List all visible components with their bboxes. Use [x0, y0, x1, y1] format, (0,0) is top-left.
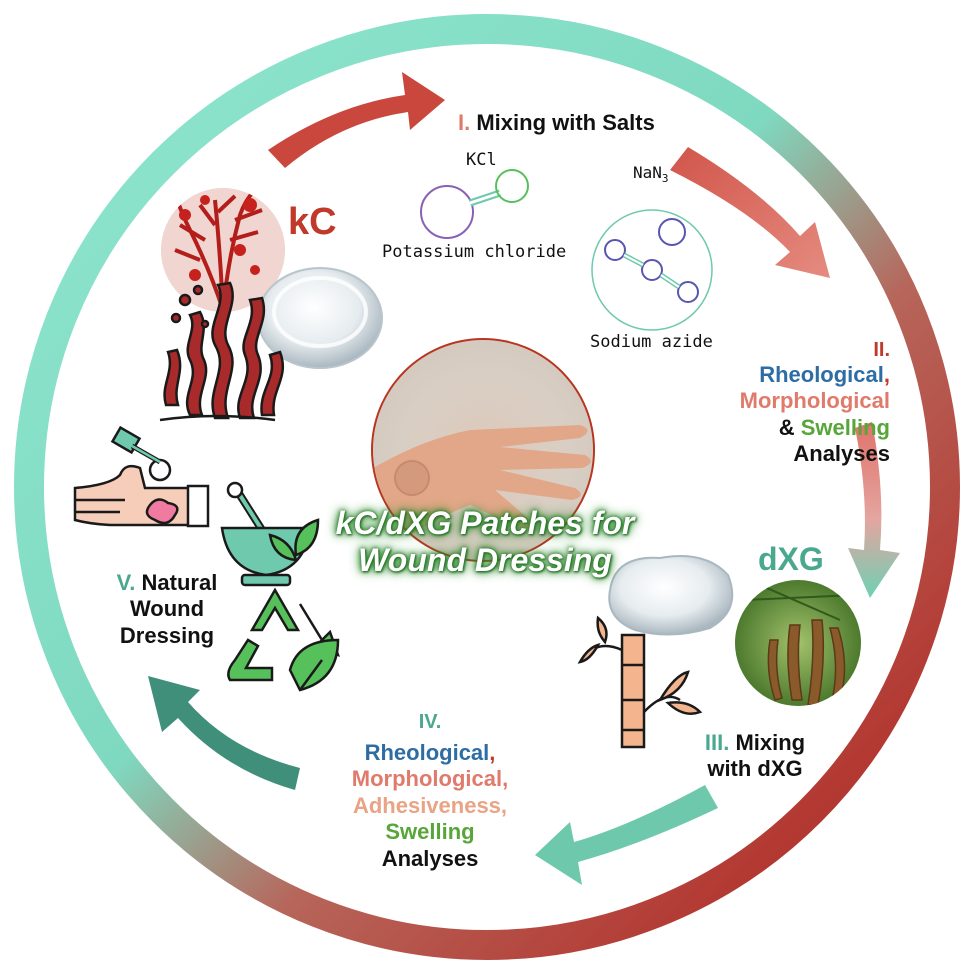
step2-analyses: Analyses: [793, 441, 890, 467]
step4-line1: Rheological,: [330, 740, 530, 766]
step2-line3: & Swelling: [690, 415, 890, 441]
step2-comma: ,: [883, 362, 890, 387]
step2-amp: &: [778, 414, 801, 440]
arrow-to-step4: [535, 785, 718, 885]
center-title: kC/dXG Patches for Wound Dressing: [335, 505, 635, 578]
step3-block: III. Mixing with dXG: [690, 730, 820, 783]
step5-number: V.: [116, 570, 136, 595]
step5-text1: Natural: [135, 570, 218, 595]
arrow-to-step1: [268, 72, 445, 168]
step2-number: II.: [873, 339, 890, 361]
step5-text3: Dressing: [119, 622, 215, 648]
arrow-to-step5: [148, 676, 300, 790]
hand-patch-photo: [371, 338, 595, 562]
step4-swelling: Swelling: [385, 819, 475, 845]
step5-block: V. Natural Wound Dressing: [92, 570, 242, 649]
nan3-subscript: 3: [661, 172, 669, 186]
nan3-name: Sodium azide: [590, 332, 713, 352]
dxg-gel-blob: [608, 555, 734, 636]
arrow-to-step3: [848, 422, 900, 598]
step2-block: II. Rheological, Morphological & Swellin…: [690, 338, 890, 468]
hand-wound-icon: [73, 425, 210, 528]
step5-line1: V. Natural: [92, 570, 242, 596]
step3-line1: III. Mixing: [690, 730, 820, 756]
step2-morphological: Morphological: [739, 388, 890, 414]
cycle-ring: [14, 14, 960, 960]
nan3-base: NaN: [633, 163, 662, 182]
seaweed-photo: [161, 188, 285, 312]
step4-morphological: Morphological,: [351, 766, 509, 792]
step3-number: III.: [704, 730, 730, 755]
step4-analyses: Analyses: [381, 845, 479, 871]
step2-line1: Rheological,: [690, 362, 890, 388]
dxg-label: dXG: [758, 541, 824, 577]
recycle-leaf-icon: [227, 587, 340, 692]
kc-label: kC: [288, 201, 337, 243]
nan3-formula: NaN3: [633, 163, 669, 185]
arrow-to-step2: [670, 147, 830, 278]
nan3-molecule-icon: [591, 209, 713, 331]
step3-text1: Mixing: [729, 730, 806, 755]
step1-text: Mixing with Salts: [476, 110, 655, 135]
step4-rheological: Rheological: [364, 740, 490, 765]
step2-rheological: Rheological: [759, 362, 884, 387]
bamboo-icon: [577, 615, 703, 749]
step1-number: I.: [458, 110, 471, 135]
kcl-molecule-icon: [420, 169, 529, 239]
step5-text2: Wound: [129, 596, 205, 622]
step4-block: IV. Rheological, Morphological, Adhesive…: [330, 710, 530, 872]
step2-swelling: Swelling: [800, 414, 890, 440]
step3-text2: with dXG: [707, 756, 803, 782]
kcl-name: Potassium chloride: [382, 242, 567, 262]
step4-number: IV.: [418, 711, 442, 733]
step1-title: I. Mixing with Salts: [458, 110, 655, 136]
step4-adhesiveness: Adhesiveness,: [352, 792, 508, 818]
mortar-pestle-icon: [220, 481, 320, 587]
kcl-formula: KCl: [466, 150, 497, 170]
step4-comma: ,: [489, 740, 496, 765]
tamarind-photo: [735, 580, 861, 706]
seaweed-icon: [159, 281, 285, 422]
